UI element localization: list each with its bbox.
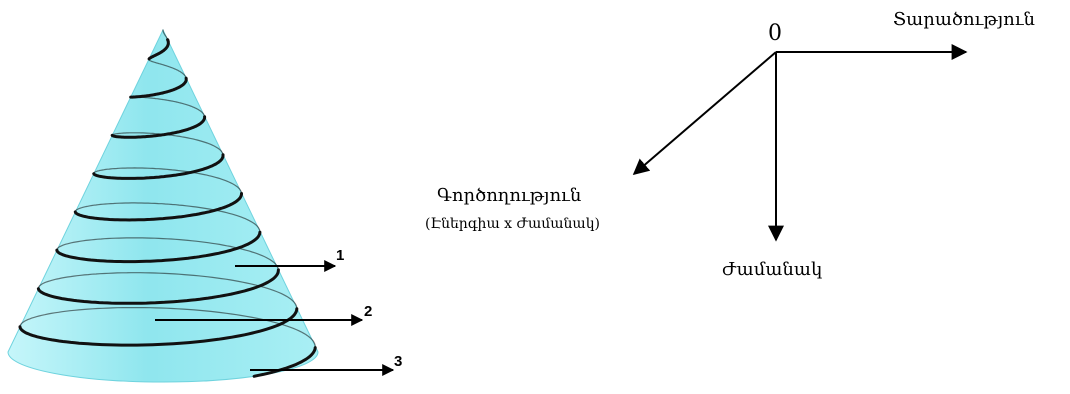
marker-3-label: 3 xyxy=(394,353,402,370)
marker-1-label: 1 xyxy=(336,247,344,264)
spiral-back-segment xyxy=(162,29,169,41)
spiral-back-segment xyxy=(37,272,298,310)
spiral-front-segment xyxy=(92,153,225,180)
spiral-front xyxy=(18,38,317,378)
marker-2: 2 xyxy=(155,303,372,326)
spiral-front-segment xyxy=(147,38,170,61)
marker-3: 3 xyxy=(250,353,402,376)
action-axis-arrow xyxy=(632,51,777,176)
spiral-front-segment xyxy=(110,115,207,139)
marker-2-label: 2 xyxy=(364,303,372,320)
spiral-cone: 1 2 3 xyxy=(7,28,402,383)
spiral-front-segment xyxy=(73,192,243,222)
time-axis-label: Ժամանակ xyxy=(722,259,822,280)
spiral-back-segment xyxy=(148,58,187,79)
action-axis-sublabel: (Էներգիա x Ժամանակ) xyxy=(425,216,600,232)
spiral-back-segment xyxy=(19,307,316,349)
spiral-front-segment xyxy=(129,76,188,99)
origin-label: 0 xyxy=(768,21,782,46)
spiral-front-segment xyxy=(252,346,317,378)
spiral-front-segment xyxy=(55,230,262,264)
spiral-front-segment xyxy=(18,307,299,347)
spiral-back-segment xyxy=(74,202,261,233)
spiral-back-segment xyxy=(56,237,279,271)
spiral-back-segment xyxy=(93,167,243,195)
spiral-front-segment xyxy=(36,268,280,305)
axes-diagram: 0 Տարածություն Ժամանակ Գործողություն (Էն… xyxy=(425,9,1035,280)
action-axis-label: Գործողություն xyxy=(437,185,581,206)
cone-body xyxy=(7,28,319,383)
marker-1: 1 xyxy=(235,247,344,272)
space-axis-label: Տարածություն xyxy=(893,9,1035,30)
